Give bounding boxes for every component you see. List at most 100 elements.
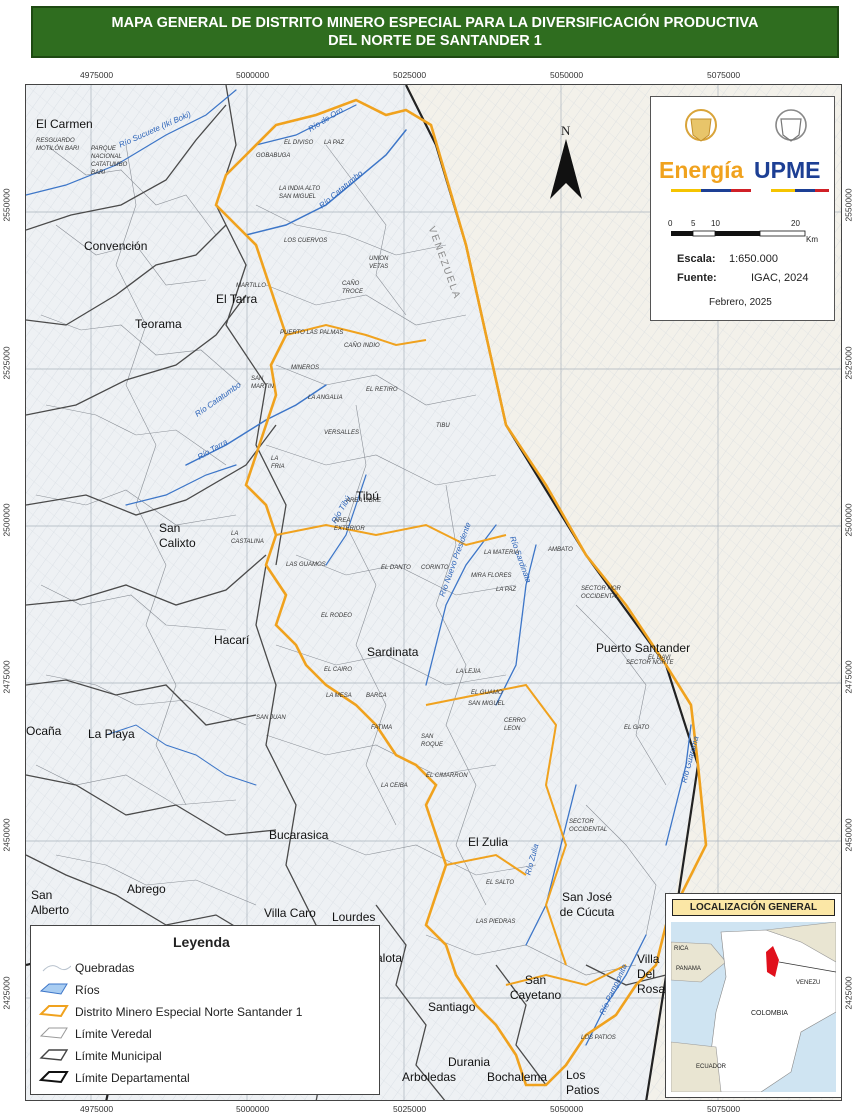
vereda-label: LA MATERIA	[484, 550, 520, 556]
rivers-layer	[26, 89, 692, 1046]
coord-right-6: 2425000	[843, 976, 854, 1010]
coord-bottom-4: 5050000	[550, 1104, 584, 1114]
legend-title: Leyenda	[173, 934, 230, 950]
flag-stripe-red	[731, 189, 751, 192]
upme-brand: UPME	[754, 157, 821, 183]
vereda-label: LOS CUERVOS	[284, 238, 328, 244]
scale-tick-0: 0	[668, 219, 673, 228]
north-arrow: N	[546, 123, 586, 203]
municipality-san-cayetano[interactable]: San Cayetano	[509, 973, 562, 1002]
coord-bottom-5: 5075000	[707, 1104, 741, 1114]
map-date: Febrero, 2025	[709, 297, 772, 308]
vereda-label: EL SALTO	[486, 880, 515, 886]
legend-item-municipal: Límite Municipal	[75, 1049, 162, 1063]
legend-item-vereda: Límite Veredal	[75, 1027, 152, 1041]
vereda-label: EL RETIRO	[366, 387, 398, 393]
municipality-bochalema[interactable]: Bochalema	[487, 1070, 548, 1084]
flag-stripe-yellow	[671, 189, 701, 192]
vereda-label: RESGUARDO MOTILÓN BARI	[36, 138, 80, 152]
scale-unit: Km	[806, 235, 818, 244]
legend-municipal-symbol	[39, 1049, 69, 1061]
coord-bottom-1: 4975000	[80, 1104, 114, 1114]
municipality-arboledas[interactable]: Arboledas	[402, 1070, 457, 1084]
municipality-el-carmen[interactable]: El Carmen	[36, 117, 93, 131]
location-label-colombia: COLOMBIA	[751, 1010, 788, 1017]
municipality-hacari[interactable]: Hacarí	[214, 633, 250, 647]
municipality-el-zulia[interactable]: El Zulia	[468, 835, 509, 849]
vereda-label: LA CEIBA	[381, 783, 408, 789]
vereda-label: UNION VETAS	[369, 256, 389, 270]
vereda-label: CAÑO TROCE	[342, 281, 363, 295]
municipality-bucarasica[interactable]: Bucarasica	[269, 828, 329, 842]
vereda-label: EL RODEO	[321, 613, 352, 619]
coord-left-5: 2450000	[1, 818, 12, 852]
municipality-el-tarra[interactable]: El Tarra	[216, 292, 258, 306]
municipality-convencion[interactable]: Convención	[84, 239, 148, 253]
coord-right-5: 2450000	[843, 818, 854, 852]
legend-item-streams: Quebradas	[75, 961, 135, 975]
vereda-label: LOS PATIOS	[581, 1035, 616, 1041]
legend-streams-symbol	[42, 965, 71, 972]
vereda-label: LA ANGALIA	[308, 395, 343, 401]
coord-top-1: 4975000	[80, 70, 114, 80]
vereda-label: MIRA FLORES	[471, 573, 512, 579]
vereda-label: CAÑO INDIO	[344, 343, 380, 349]
location-label-rica: RICA	[674, 946, 689, 952]
vereda-label: LA INDIA ALTO SAN MIGUEL	[279, 186, 321, 200]
legend-item-departmental: Límite Departamental	[75, 1071, 190, 1085]
vereda-label: EL GUAMO	[471, 690, 503, 696]
vereda-label: PUERTO LAS PALMAS	[280, 330, 344, 336]
scale-tick-20: 20	[791, 219, 800, 228]
municipality-los-patios[interactable]: Los Patios	[566, 1068, 600, 1097]
coord-right-3: 2500000	[843, 503, 854, 537]
vereda-label: TIBU	[436, 423, 450, 429]
municipality-la-playa[interactable]: La Playa	[88, 727, 135, 741]
legend-departmental-symbol	[38, 1071, 69, 1084]
location-title: LOCALIZACIÓN GENERAL	[672, 899, 835, 916]
location-label-venezuela: VENEZU	[796, 980, 821, 986]
vereda-label: SAN JUAN	[256, 715, 286, 721]
coord-bottom-2: 5000000	[236, 1104, 270, 1114]
municipality-ocana[interactable]: Ocaña	[26, 724, 62, 738]
municipality-villa-caro[interactable]: Villa Caro	[264, 906, 316, 920]
coord-top-4: 5050000	[550, 70, 584, 80]
municipality-teorama[interactable]: Teorama	[135, 317, 182, 331]
municipality-san-calixto[interactable]: San Calixto	[159, 521, 196, 550]
municipality-villa-del-rosario[interactable]: Villa Del Rosario	[637, 952, 679, 996]
vereda-label: LAS PIEDRAS	[476, 919, 516, 925]
coord-right-4: 2475000	[843, 660, 854, 694]
coord-right-2: 2525000	[843, 346, 854, 380]
municipality-puerto-santander[interactable]: Puerto Santander	[596, 641, 691, 655]
colombia-coat-of-arms-grey-icon	[775, 109, 807, 142]
energia-brand: Energía	[659, 157, 744, 183]
vereda-label: CERRO LEON	[504, 718, 526, 732]
legend-district-symbol	[38, 1005, 69, 1018]
municipality-salazar-partial[interactable]: alota	[376, 951, 403, 965]
municipality-san-alberto[interactable]: San Alberto	[31, 888, 70, 917]
municipality-lourdes[interactable]: Lourdes	[332, 910, 376, 924]
vereda-label: MINEROS	[291, 365, 320, 371]
coord-bottom-3: 5025000	[393, 1104, 427, 1114]
vereda-label: VERSALLES	[324, 430, 360, 436]
municipality-abrego[interactable]: Abrego	[127, 882, 166, 896]
map-legend: Leyenda Quebradas Ríos Distrito Minero E…	[30, 925, 380, 1095]
municipality-santiago[interactable]: Santiago	[428, 1000, 476, 1014]
legend-symbols	[38, 965, 71, 1084]
district-internal-3	[425, 683, 568, 966]
municipality-san-jose-de-cucuta[interactable]: San José de Cúcuta	[559, 890, 615, 919]
vereda-label: SAN MIGUEL	[468, 701, 506, 707]
vereda-label: LA CASTALINA	[231, 531, 264, 545]
coord-top-3: 5025000	[393, 70, 427, 80]
vereda-label: LA PAZ	[496, 587, 517, 593]
coord-right-1: 2550000	[843, 188, 854, 222]
municipality-sardinata[interactable]: Sardinata	[367, 645, 419, 659]
north-arrow-icon	[550, 139, 582, 199]
scale-tick-5: 5	[691, 219, 696, 228]
flag-stripe-blue-2	[795, 189, 815, 192]
municipality-durania[interactable]: Durania	[448, 1055, 491, 1069]
flag-stripe-red-2	[815, 189, 829, 192]
coord-left-2: 2525000	[1, 346, 12, 380]
municipality-tibu[interactable]: Tibú	[356, 489, 379, 503]
vereda-boundaries	[35, 144, 667, 976]
legend-rivers-symbol	[39, 983, 68, 995]
